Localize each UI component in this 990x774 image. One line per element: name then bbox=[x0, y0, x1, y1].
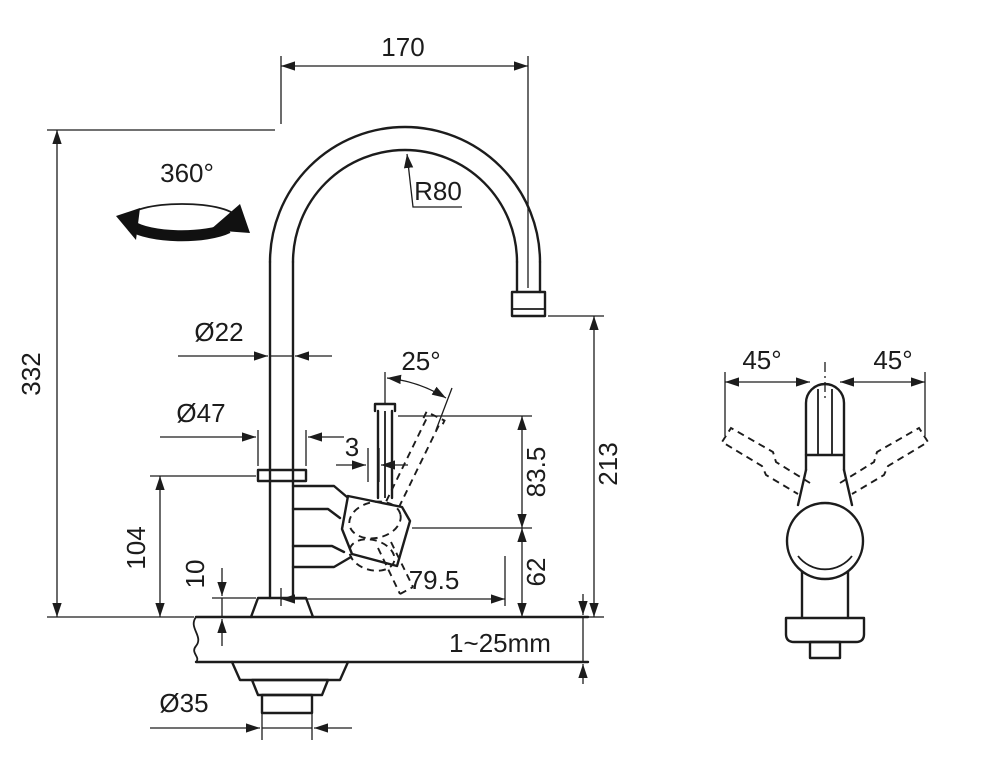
front-view bbox=[116, 125, 590, 715]
dim-79-5 bbox=[280, 556, 506, 606]
base-flange bbox=[249, 596, 315, 619]
spout-radius-label: R80 bbox=[414, 176, 462, 206]
side-view bbox=[720, 362, 930, 660]
swing-right-label: 45° bbox=[873, 345, 912, 375]
escutcheon-ring bbox=[256, 468, 308, 483]
total-height-label: 332 bbox=[16, 352, 46, 395]
handle-angle-label: 25° bbox=[401, 346, 440, 376]
handle-lower-height-label: 62 bbox=[521, 558, 551, 587]
dim-45-right bbox=[840, 372, 926, 436]
base-diameter-label: Ø47 bbox=[176, 398, 225, 428]
handle-offset-label: 3 bbox=[345, 432, 359, 462]
dim-170 bbox=[280, 56, 529, 288]
side-body bbox=[784, 468, 866, 660]
handle-mount-arms bbox=[291, 484, 353, 569]
rotation-symbol bbox=[116, 203, 250, 242]
dim-r80 bbox=[403, 153, 462, 208]
riser-column bbox=[268, 260, 295, 600]
dim-10 bbox=[212, 568, 256, 646]
swing-left-label: 45° bbox=[742, 345, 781, 375]
dim-3 bbox=[336, 448, 408, 482]
lever-handle bbox=[373, 402, 397, 500]
spout-height-label: 213 bbox=[593, 442, 623, 485]
spout-arc bbox=[268, 125, 542, 264]
handle-upper-height-label: 83.5 bbox=[521, 447, 551, 498]
flange-height-label: 10 bbox=[180, 560, 210, 589]
dim-25deg bbox=[384, 372, 453, 431]
spout-outlet bbox=[510, 260, 547, 318]
side-lever-left bbox=[720, 426, 811, 495]
handle-socket bbox=[340, 494, 414, 595]
dim-332 bbox=[47, 129, 275, 618]
mounting-nut bbox=[230, 660, 350, 715]
front-view-dimensions bbox=[47, 56, 604, 740]
rotation-label: 360° bbox=[160, 158, 214, 188]
counter-deck bbox=[192, 615, 590, 664]
spout-diameter-label: Ø22 bbox=[194, 317, 243, 347]
dim-213 bbox=[548, 315, 604, 618]
dim-104 bbox=[150, 475, 256, 617]
handle-reach-label: 79.5 bbox=[409, 565, 460, 595]
dim-83-5 bbox=[398, 415, 532, 529]
dimension-labels: 170 360° R80 Ø22 Ø47 25° 3 332 213 83.5 … bbox=[16, 32, 913, 718]
side-lever-right bbox=[839, 426, 930, 495]
dim-dia47 bbox=[160, 430, 344, 466]
dim-45-left bbox=[724, 362, 826, 436]
dim-dia35 bbox=[150, 700, 352, 740]
dim-170-label: 170 bbox=[381, 32, 424, 62]
hole-diameter-label: Ø35 bbox=[159, 688, 208, 718]
body-height-label: 104 bbox=[121, 526, 151, 569]
deck-thickness-label: 1~25mm bbox=[449, 628, 551, 658]
